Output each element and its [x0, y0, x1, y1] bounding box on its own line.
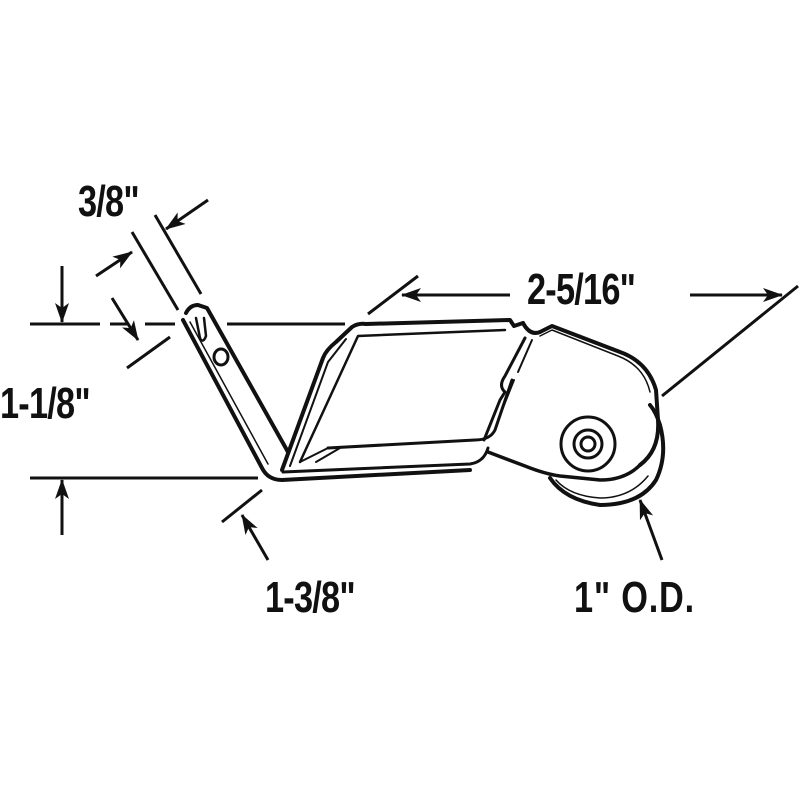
- housing: [280, 318, 525, 474]
- dimension-label-bracket-width: 3/8": [78, 177, 140, 226]
- wheel-hub-outer: [559, 415, 617, 473]
- dimension-lines: [30, 198, 799, 561]
- dimension-label-wheel-diameter: 1" O.D.: [574, 573, 695, 622]
- wheel-housing: [482, 321, 666, 507]
- wheel-hub-middle: [572, 428, 604, 460]
- bracket-hole: [212, 347, 230, 367]
- dimension-label-overall-length: 2-5/16": [527, 265, 636, 314]
- wheel-hub-axle: [579, 435, 597, 453]
- bracket-arm: [181, 303, 472, 482]
- wheel-hub: [559, 415, 617, 473]
- dimension-label-height: 1-1/8": [0, 379, 91, 428]
- dimension-label-bracket-length: 1-3/8": [265, 573, 356, 622]
